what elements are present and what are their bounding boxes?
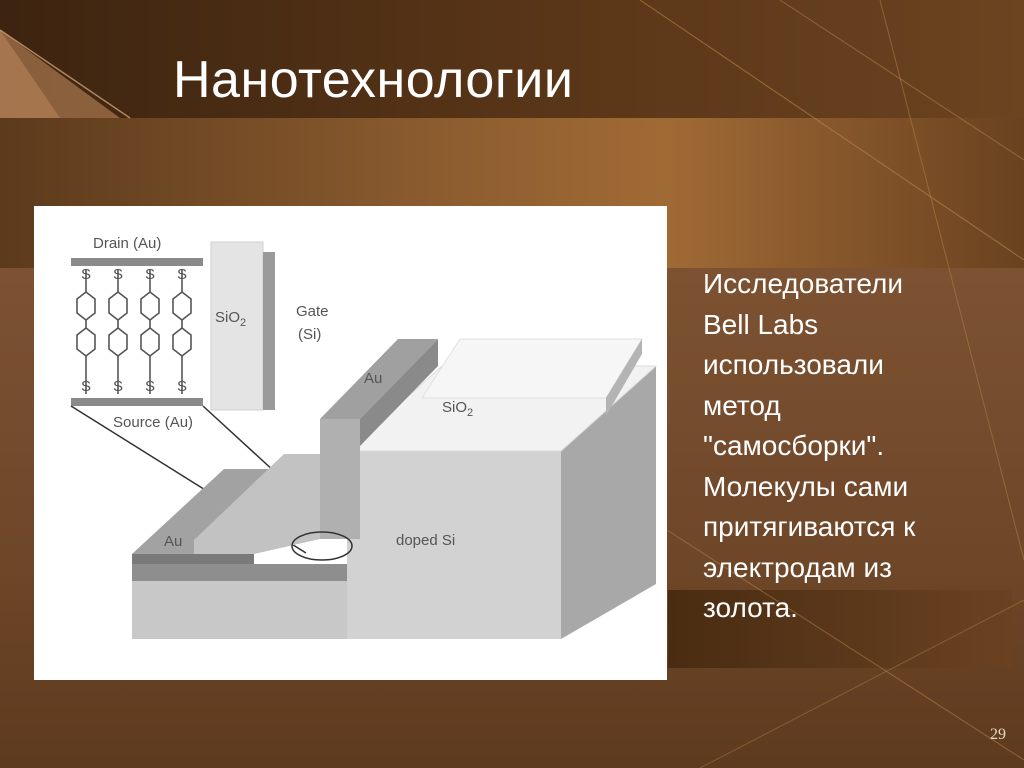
sio2-left-label-main: SiO xyxy=(215,309,240,326)
molecule-chain xyxy=(140,270,160,394)
thiol-label: S xyxy=(81,266,91,283)
sio2-right-label: SiO2 xyxy=(442,399,473,419)
thiol-label: S xyxy=(145,378,155,395)
sio2-right-label-sub: 2 xyxy=(467,407,473,419)
thiol-end-labels: S S S S S S S S xyxy=(81,266,187,395)
body-line: Молекулы сами xyxy=(703,470,909,502)
junction-highlight xyxy=(291,531,353,561)
sio2-insulator xyxy=(210,241,264,411)
accent-strip xyxy=(668,590,1012,668)
doped-si-side xyxy=(561,366,656,639)
au-gate-step xyxy=(320,419,360,539)
body-line: "самосборки". xyxy=(703,430,885,461)
doped-si-label: doped Si xyxy=(396,532,455,549)
transistor-diagram-svg: S S S S S S S S xyxy=(70,235,658,639)
body-line: использовали xyxy=(703,349,884,380)
molecule-chain xyxy=(76,270,96,394)
thiol-label: S xyxy=(81,378,91,395)
drain-electrode xyxy=(71,258,203,266)
au-top-label: Au xyxy=(364,370,382,387)
sio2-left-label-sub: 2 xyxy=(240,317,246,329)
doped-si-front xyxy=(347,451,561,639)
au-left-pad-step xyxy=(194,454,320,554)
body-line: электродам из xyxy=(703,551,892,583)
page-number: 29 xyxy=(990,726,1006,743)
slide-title: Нанотехнологии xyxy=(173,51,574,109)
gate-label-line2: (Si) xyxy=(298,326,321,343)
sio2-top-layer xyxy=(421,338,643,399)
thiol-label: S xyxy=(113,266,123,283)
au-left-label: Au xyxy=(164,533,182,550)
molecule-chain xyxy=(172,270,192,394)
thiol-label: S xyxy=(113,378,123,395)
source-label: Source (Au) xyxy=(113,414,193,431)
body-line: Исследователи xyxy=(703,268,903,299)
molecule-chain xyxy=(108,270,128,394)
gate-label-line1: Gate xyxy=(296,303,329,320)
body-line: притягиваются к xyxy=(703,511,916,542)
sio2-right-label-main: SiO xyxy=(442,399,467,416)
au-gate-side xyxy=(360,339,438,446)
thiol-label: S xyxy=(145,266,155,283)
body-text: Исследователи Bell Labs использовали мет… xyxy=(703,264,1003,629)
au-left-pad-front xyxy=(132,554,254,564)
body-line: метод xyxy=(703,389,781,421)
sio2-left-label: SiO2 xyxy=(215,309,246,329)
substrate-front xyxy=(132,581,347,639)
thiol-label: S xyxy=(177,266,187,283)
drain-label: Drain (Au) xyxy=(93,235,161,252)
body-line: Bell Labs xyxy=(703,308,819,340)
body-line: золота. xyxy=(703,592,798,623)
header-band xyxy=(0,0,1024,118)
sio2-insulator-edge xyxy=(263,252,275,410)
substrate-layer xyxy=(132,564,347,581)
sio2-top-layer-edge xyxy=(606,339,642,416)
au-gate-top xyxy=(320,339,438,419)
molecule-chains xyxy=(76,270,192,394)
source-electrode xyxy=(71,398,203,406)
thiol-label: S xyxy=(177,378,187,395)
transistor-diagram: S S S S S S S S xyxy=(34,206,667,680)
